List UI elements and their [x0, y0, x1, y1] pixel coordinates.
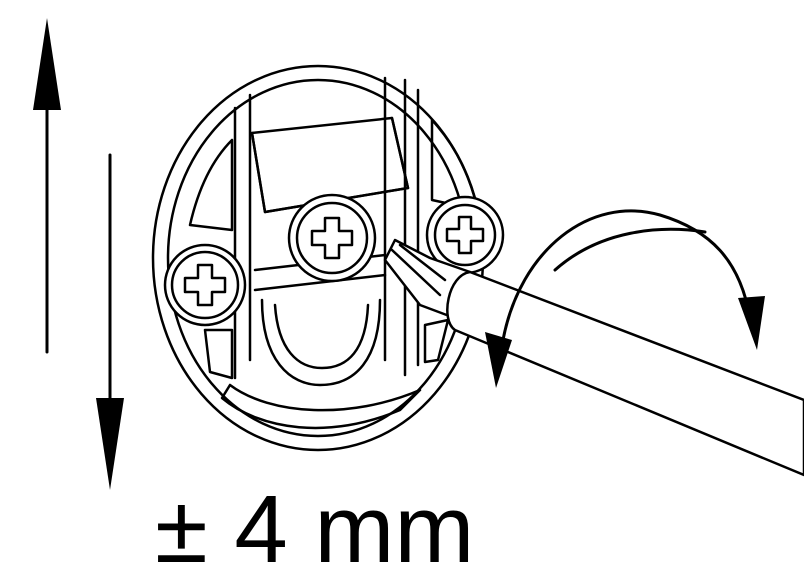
rotation-arrowhead-right-icon	[738, 296, 765, 350]
left-window	[188, 138, 234, 232]
up-arrow-icon	[33, 18, 61, 354]
lower-crescent	[220, 383, 422, 430]
screwdriver	[383, 238, 804, 477]
center-screw	[287, 193, 377, 283]
rotation-arrow-icon	[485, 209, 765, 388]
right-lower-notch	[423, 318, 450, 364]
down-arrow-icon	[96, 153, 124, 490]
left-screw	[163, 243, 247, 327]
left-lower-notch	[203, 328, 234, 380]
right-screw	[425, 195, 505, 275]
phillips-head-icon	[310, 216, 354, 260]
rail-line-lower	[253, 273, 387, 292]
elongated-slot	[260, 298, 382, 387]
elongated-slot-inner	[273, 303, 370, 370]
phillips-head-icon	[445, 215, 485, 255]
rotation-arrowhead-left-icon	[485, 332, 512, 388]
screwdriver-handle	[446, 270, 804, 477]
phillips-head-icon	[183, 263, 227, 307]
screwdriver-tip-detail	[390, 243, 447, 297]
vertical-adjustment-arrows-icon	[33, 18, 124, 490]
adjustment-range-label: ± 4 mm	[155, 476, 475, 583]
